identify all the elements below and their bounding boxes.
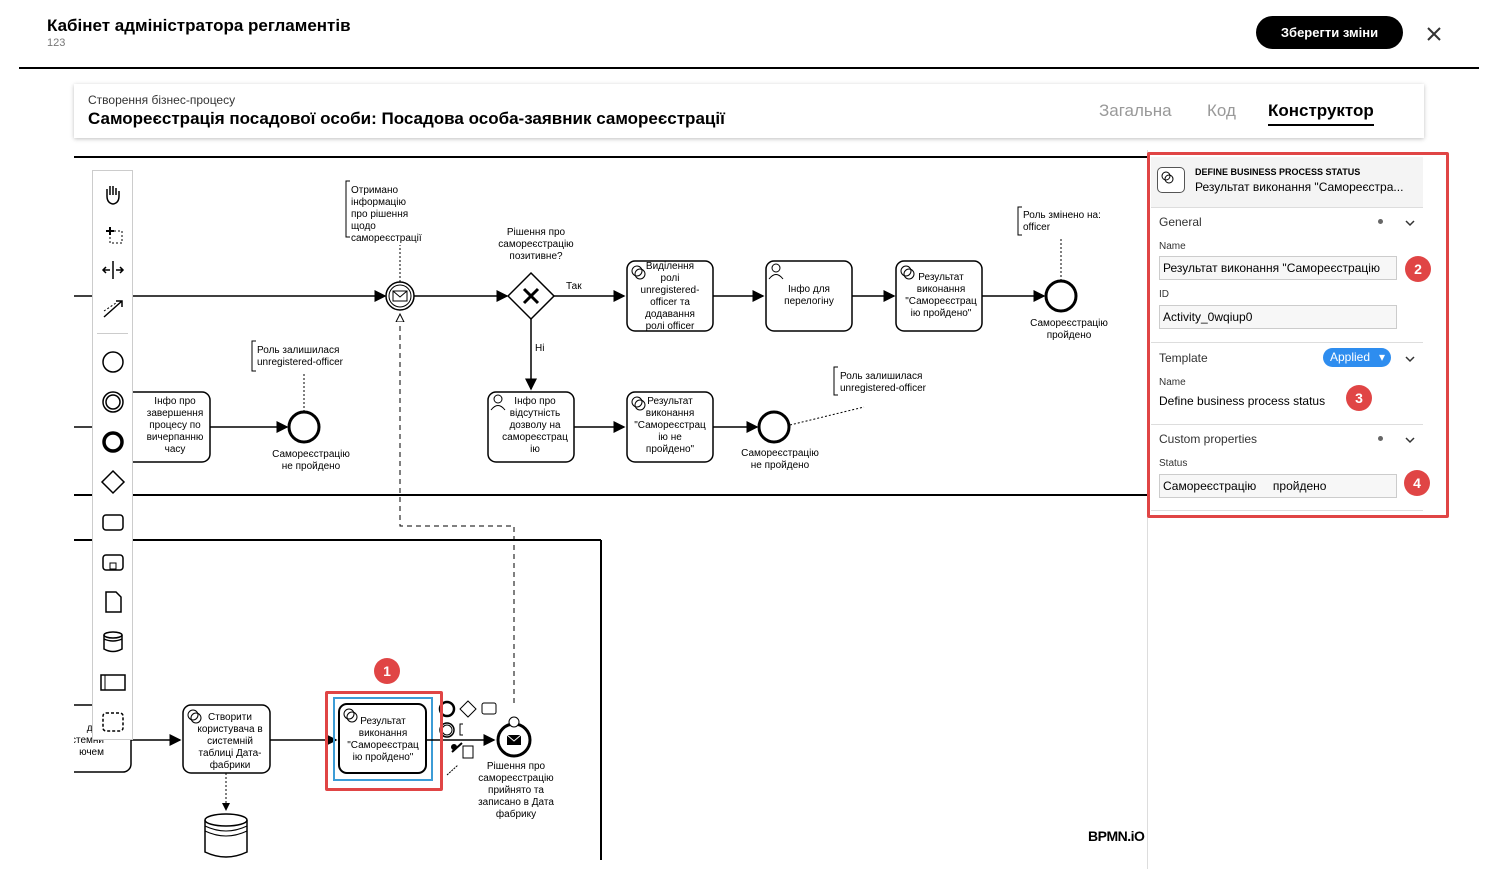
- tool-palette: [92, 170, 133, 740]
- global-connect-icon[interactable]: [98, 293, 128, 323]
- start-event-icon[interactable]: [98, 347, 128, 377]
- general-dot-icon: [1378, 219, 1383, 224]
- tab-general[interactable]: Загальна: [1099, 101, 1172, 120]
- panel-divider: [1151, 342, 1423, 343]
- intermediate-event-icon[interactable]: [98, 387, 128, 417]
- app-title: Кабінет адміністратора регламентів: [47, 16, 351, 35]
- palette-separator: [97, 333, 128, 334]
- status-field[interactable]: Самореєстрацію пройдено: [1159, 474, 1397, 498]
- badge-1: 1: [374, 658, 400, 684]
- chevron-down-icon[interactable]: [1404, 352, 1416, 364]
- chevron-down-icon[interactable]: [1404, 433, 1416, 445]
- highlight-panel: [1147, 152, 1449, 518]
- message-catch-event[interactable]: [385, 281, 415, 311]
- save-button[interactable]: Зберегти зміни: [1256, 16, 1403, 49]
- annotation-role-changed: Роль змінено на:officer: [1023, 210, 1101, 233]
- id-label: ID: [1159, 289, 1169, 300]
- group-custom-properties[interactable]: Custom properties: [1159, 432, 1258, 446]
- task-icon[interactable]: [98, 507, 128, 537]
- data-store-icon[interactable]: [98, 627, 128, 657]
- badge-4: 4: [1404, 470, 1430, 496]
- data-object-icon[interactable]: [98, 587, 128, 617]
- hand-tool-icon[interactable]: [98, 179, 128, 209]
- exclusive-gateway[interactable]: [506, 271, 556, 321]
- group-icon[interactable]: [98, 707, 128, 737]
- status-label: Status: [1159, 458, 1188, 469]
- panel-divider: [1151, 424, 1423, 425]
- chevron-down-icon: ▾: [1378, 350, 1385, 364]
- end-event-failed[interactable]: [757, 410, 791, 444]
- name-label: Name: [1159, 241, 1186, 252]
- name-field[interactable]: Результат виконання "Самореєстрацію: [1159, 256, 1397, 280]
- lasso-tool-icon[interactable]: [98, 217, 128, 247]
- badge-2: 2: [1405, 256, 1431, 282]
- panel-divider: [1151, 510, 1423, 511]
- service-task-icon: [1157, 167, 1185, 193]
- panel-header: [1151, 157, 1423, 207]
- end-event-passed[interactable]: [1044, 279, 1078, 313]
- badge-3: 3: [1346, 385, 1372, 411]
- pool-icon[interactable]: [98, 667, 128, 697]
- breadcrumb: Створення бізнес-процесу: [88, 93, 236, 107]
- tab-constructor[interactable]: Конструктор: [1268, 101, 1374, 126]
- context-pad[interactable]: [438, 700, 497, 776]
- highlight-task: [325, 691, 443, 791]
- id-field[interactable]: Activity_0wqiup0: [1159, 305, 1397, 329]
- flow-no-label: Ні: [535, 343, 544, 354]
- applied-label: Applied: [1330, 350, 1371, 364]
- header-divider: [19, 67, 1479, 69]
- bpmn-io-logo[interactable]: BPMN.iO: [1088, 828, 1145, 844]
- message-end-event[interactable]: [496, 722, 532, 758]
- close-icon[interactable]: [1422, 22, 1446, 46]
- gateway-icon[interactable]: [98, 467, 128, 497]
- end-event-timeout[interactable]: [287, 410, 321, 444]
- panel-divider: [1151, 207, 1423, 208]
- template-name-label: Name: [1159, 377, 1186, 388]
- process-card: Створення бізнес-процесу Самореєстрація …: [74, 84, 1424, 138]
- custom-dot-icon: [1378, 436, 1383, 441]
- element-name: Результат виконання "Самореєстра...: [1195, 180, 1404, 194]
- app-subtitle: 123: [47, 37, 66, 49]
- applied-badge[interactable]: Applied ▾: [1323, 348, 1391, 367]
- group-template[interactable]: Template: [1159, 351, 1208, 365]
- chevron-down-icon[interactable]: [1404, 216, 1416, 228]
- message-flow[interactable]: [400, 317, 515, 703]
- element-type: DEFINE BUSINESS PROCESS STATUS: [1195, 167, 1361, 177]
- end-event-icon[interactable]: [98, 427, 128, 457]
- subprocess-icon[interactable]: [98, 547, 128, 577]
- page-title: Самореєстрація посадової особи: Посадова…: [88, 109, 725, 128]
- space-tool-icon[interactable]: [98, 255, 128, 285]
- tab-code[interactable]: Код: [1207, 101, 1236, 120]
- flow-yes-label: Так: [566, 281, 582, 292]
- group-general[interactable]: General: [1159, 215, 1202, 229]
- data-store[interactable]: [204, 813, 248, 858]
- template-name-value: Define business process status: [1159, 394, 1326, 408]
